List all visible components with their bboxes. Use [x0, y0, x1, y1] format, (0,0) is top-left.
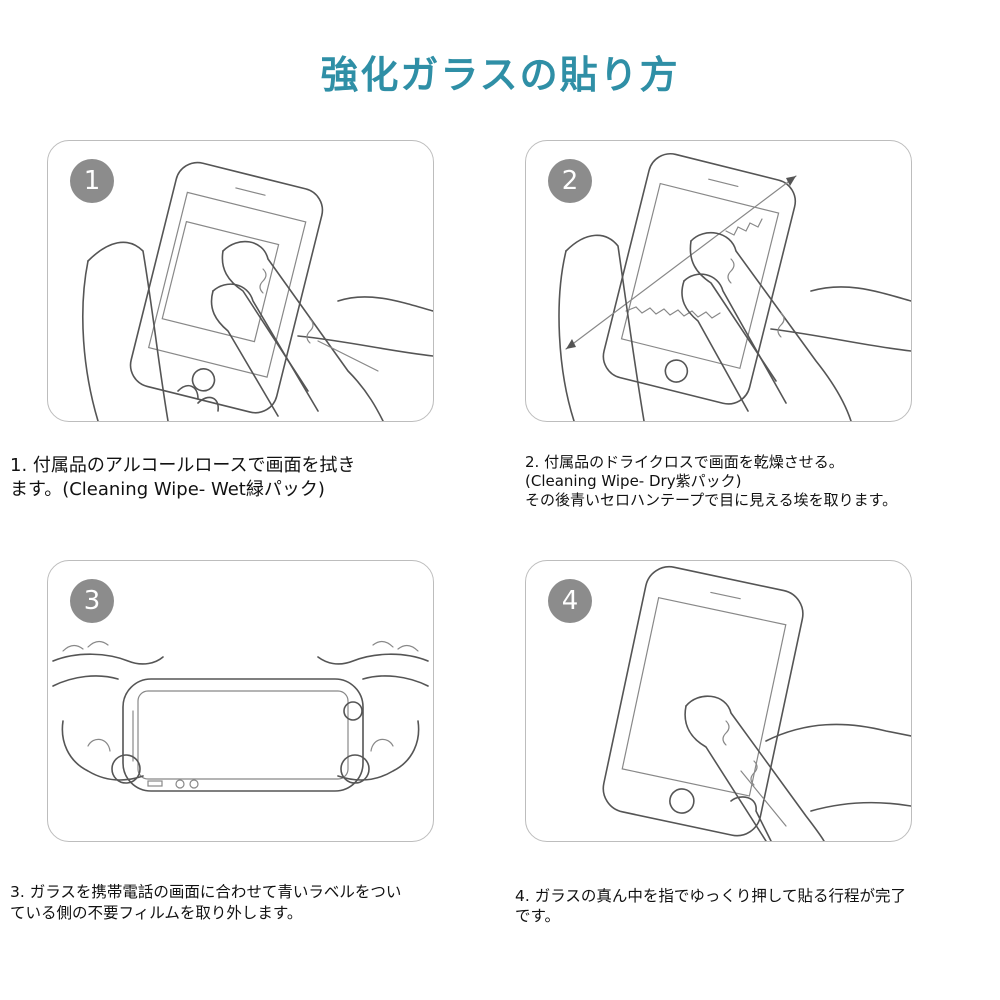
step-1-caption-line: 1. 付属品のアルコールロースで画面を拭き	[10, 455, 356, 476]
step-2-caption: 2. 付属品のドライクロスで画面を乾燥させる。 (Cleaning Wipe- …	[525, 453, 995, 510]
step-2-illustration: 2	[525, 140, 912, 422]
step-1-caption-line: ます。(Cleaning Wipe- Wet緑パック)	[10, 479, 325, 500]
step-4-caption-line: です。	[515, 907, 560, 925]
step-1-badge: 1	[70, 159, 114, 203]
step-2-caption-line: その後青いセロハンテープで目に見える埃を取ります。	[525, 491, 898, 509]
page-title: 強化ガラスの貼り方	[320, 53, 680, 97]
step-4-caption: 4. ガラスの真ん中を指でゆっくり押して貼る行程が完了 です。	[515, 886, 1000, 926]
step-1-caption: 1. 付属品のアルコールロースで画面を拭き ます。(Cleaning Wipe-…	[10, 454, 480, 502]
step-4-badge: 4	[548, 579, 592, 623]
step-3-caption-line: ている側の不要フィルムを取り外します。	[10, 904, 303, 922]
step-1-illustration: 1	[47, 140, 434, 422]
step-2-badge: 2	[548, 159, 592, 203]
step-4-caption-line: 4. ガラスの真ん中を指でゆっくり押して貼る行程が完了	[515, 887, 906, 905]
step-4-illustration: 4	[525, 560, 912, 842]
align-glass-drawing	[52, 640, 429, 792]
step-3-badge: 3	[70, 579, 114, 623]
step-2-caption-line: 2. 付属品のドライクロスで画面を乾燥させる。	[525, 453, 844, 471]
step-2-caption-line: (Cleaning Wipe- Dry紫パック)	[525, 472, 742, 490]
step-3-caption: 3. ガラスを携帯電話の画面に合わせて青いラベルをつい ている側の不要フィルムを…	[10, 882, 490, 924]
wipe-screen-drawing	[82, 161, 433, 421]
dry-screen-drawing	[558, 153, 911, 421]
step-3-illustration: 3	[47, 560, 434, 842]
press-center-drawing	[602, 565, 911, 841]
step-3-caption-line: 3. ガラスを携帯電話の画面に合わせて青いラベルをつい	[10, 883, 402, 901]
